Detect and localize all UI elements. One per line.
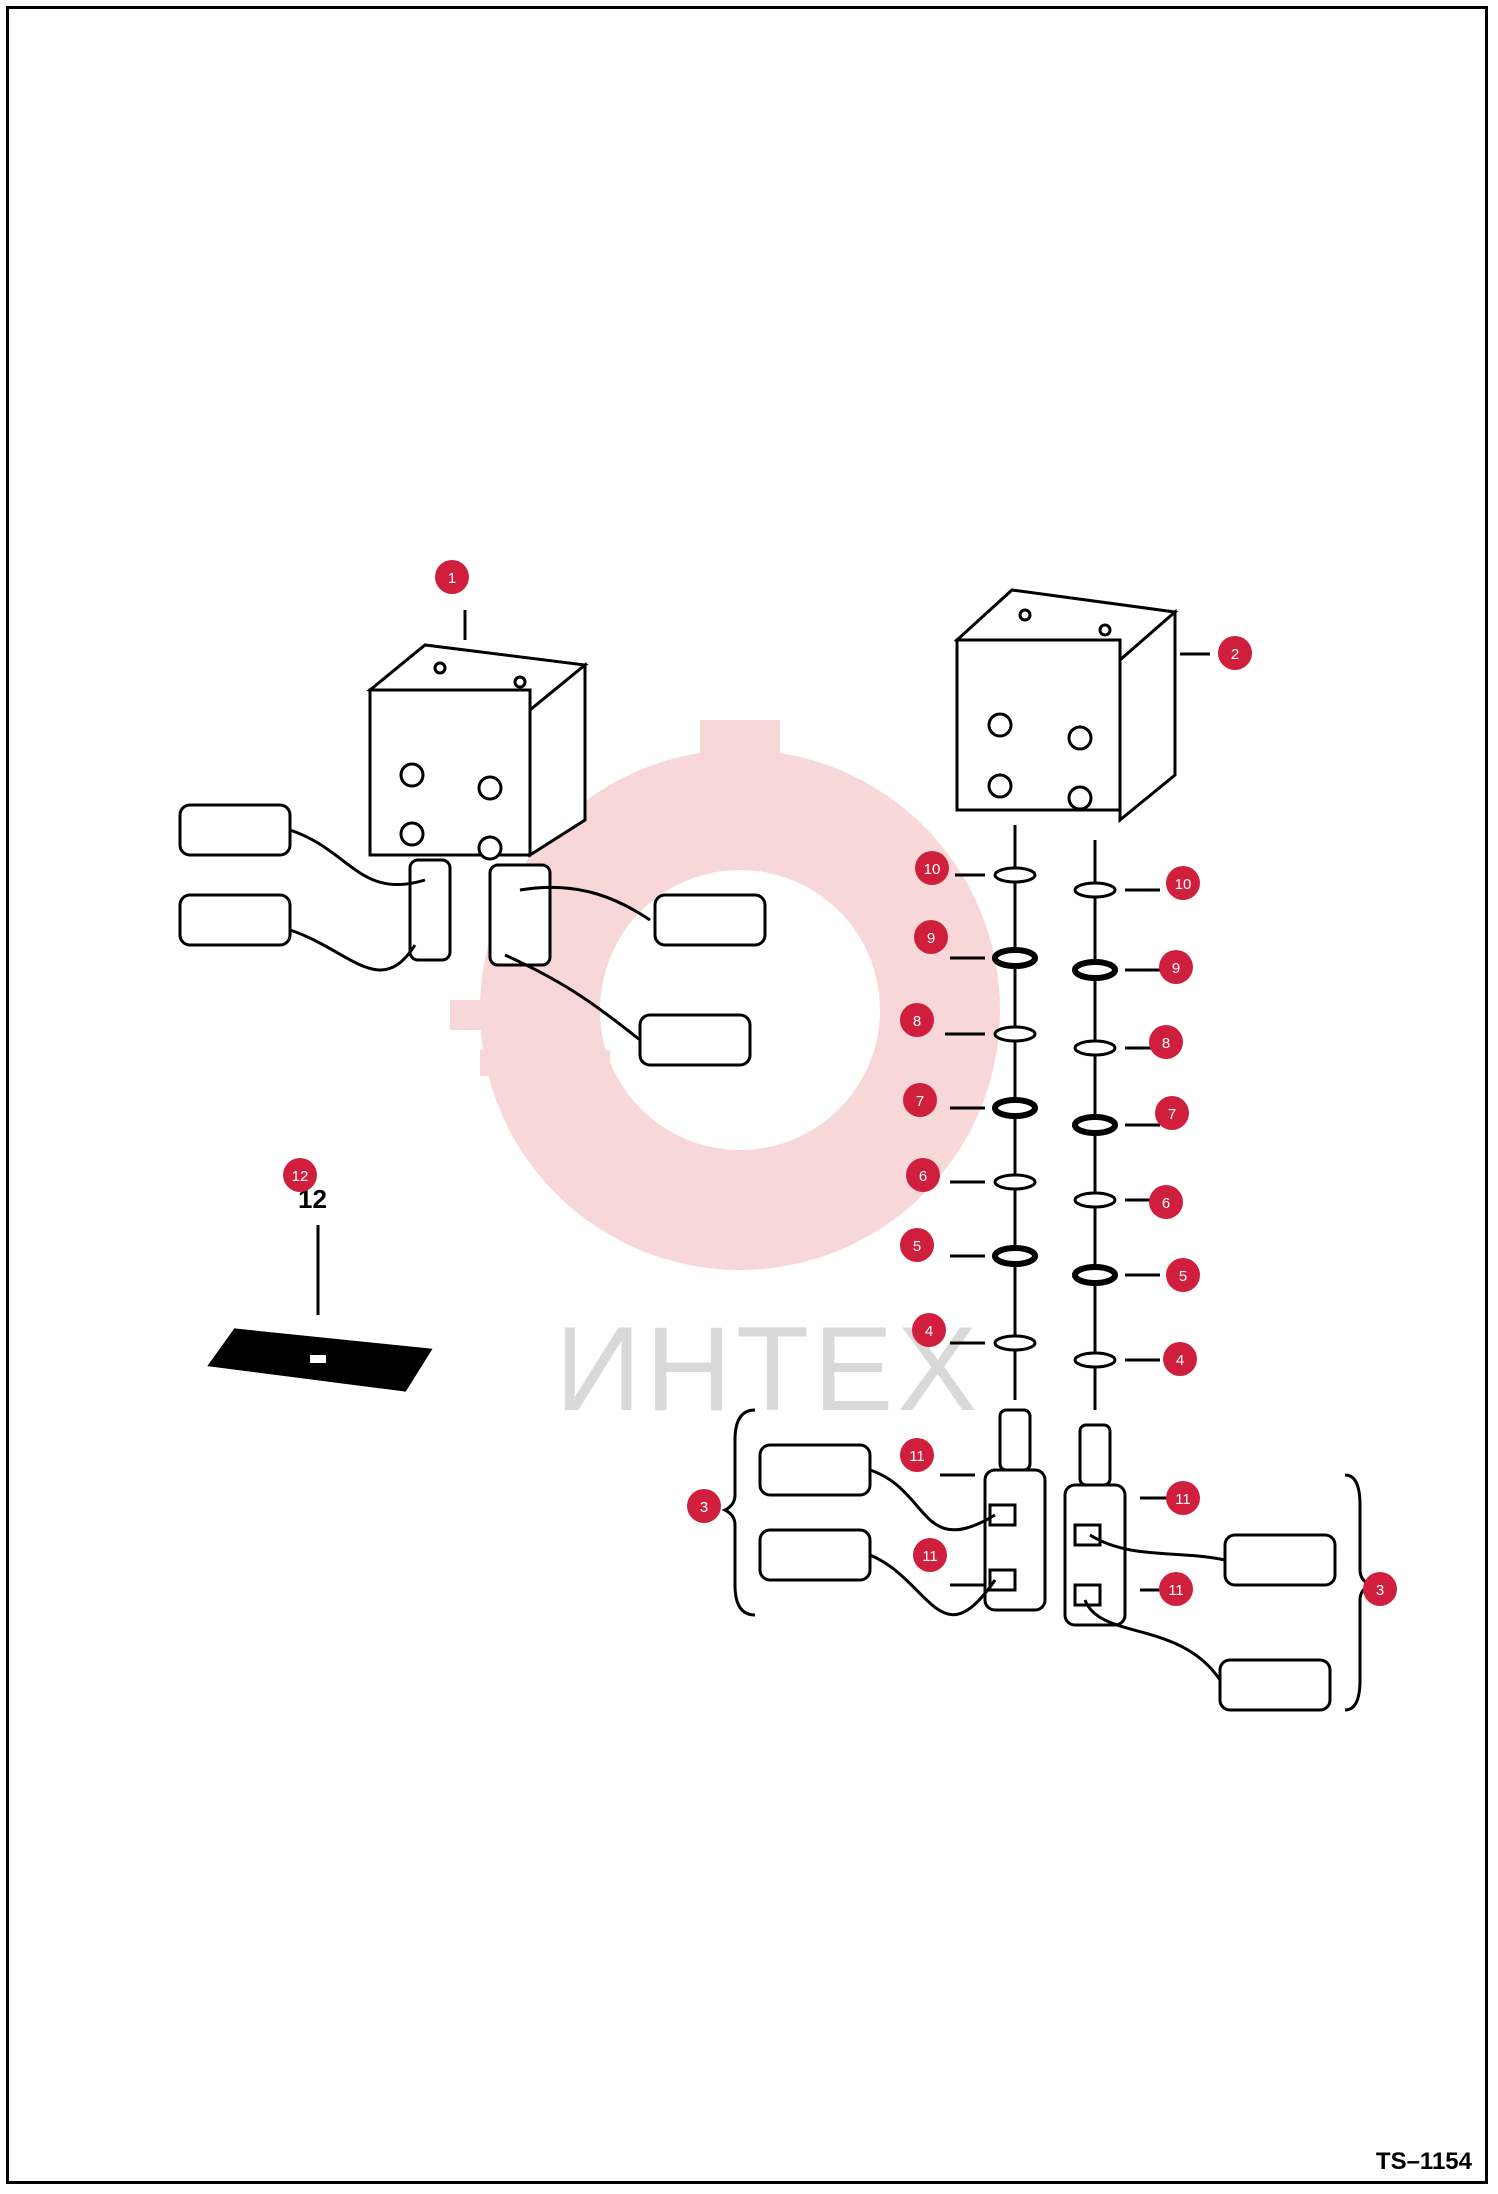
callouts: 1 2 10 10 9 9 8 8 7 7 6 6 5 5 4 4 3 3 11… bbox=[283, 560, 1397, 1606]
callout-11-bottom-right[interactable]: 11 bbox=[1159, 1572, 1193, 1606]
callout-2[interactable]: 2 bbox=[1218, 636, 1252, 670]
svg-text:6: 6 bbox=[1162, 1195, 1170, 1212]
svg-text:8: 8 bbox=[1162, 1035, 1170, 1052]
callout-1[interactable]: 1 bbox=[435, 560, 469, 594]
svg-text:11: 11 bbox=[1175, 1491, 1191, 1508]
svg-text:11: 11 bbox=[909, 1448, 925, 1465]
callout-5-left[interactable]: 5 bbox=[900, 1228, 934, 1262]
callout-7-right[interactable]: 7 bbox=[1155, 1096, 1189, 1130]
callout-6-right[interactable]: 6 bbox=[1149, 1185, 1183, 1219]
svg-text:4: 4 bbox=[925, 1323, 933, 1340]
svg-text:7: 7 bbox=[1168, 1106, 1176, 1123]
document-code: TS–1154 bbox=[1375, 2148, 1472, 2175]
valve-block-left bbox=[366, 643, 589, 967]
valve-block-right bbox=[953, 588, 1179, 824]
page-border bbox=[6, 6, 1488, 2184]
cartridge-valve-right bbox=[1063, 1423, 1127, 1627]
svg-text:10: 10 bbox=[1175, 876, 1192, 893]
svg-text:4: 4 bbox=[1176, 1352, 1184, 1369]
svg-text:9: 9 bbox=[927, 930, 935, 947]
callout-9-left[interactable]: 9 bbox=[914, 920, 948, 954]
cartridge-valve-left bbox=[983, 1408, 1047, 1612]
svg-text:11: 11 bbox=[922, 1548, 938, 1565]
seal-stack-right bbox=[1072, 840, 1118, 1410]
callout-11-bottom-left[interactable]: 11 bbox=[913, 1538, 947, 1572]
callout-7-left[interactable]: 7 bbox=[903, 1083, 937, 1117]
cartridge-connectors bbox=[758, 1443, 1337, 1712]
svg-text:5: 5 bbox=[1179, 1268, 1187, 1285]
svg-text:2: 2 bbox=[1231, 646, 1239, 663]
callout-4-left[interactable]: 4 bbox=[912, 1313, 946, 1347]
svg-text:3: 3 bbox=[1376, 1582, 1384, 1599]
callout-4-right[interactable]: 4 bbox=[1163, 1342, 1197, 1376]
svg-text:6: 6 bbox=[919, 1168, 927, 1185]
svg-text:5: 5 bbox=[913, 1238, 921, 1255]
svg-text:1: 1 bbox=[448, 570, 456, 587]
callout-11-top-right[interactable]: 11 bbox=[1166, 1481, 1200, 1515]
callout-12[interactable]: 12 bbox=[283, 1158, 317, 1192]
brace-left bbox=[721, 1408, 756, 1617]
svg-text:9: 9 bbox=[1172, 960, 1180, 977]
watermark-logo bbox=[450, 720, 1000, 1270]
callout-8-right[interactable]: 8 bbox=[1149, 1025, 1183, 1059]
callout-3-right[interactable]: 3 bbox=[1363, 1572, 1397, 1606]
callout-10-left[interactable]: 10 bbox=[915, 851, 949, 885]
callout-11-top-left[interactable]: 11 bbox=[900, 1438, 934, 1472]
svg-text:8: 8 bbox=[913, 1013, 921, 1030]
callout-5-right[interactable]: 5 bbox=[1166, 1258, 1200, 1292]
callout-10-right[interactable]: 10 bbox=[1166, 866, 1200, 900]
svg-text:12: 12 bbox=[292, 1168, 309, 1185]
svg-text:11: 11 bbox=[1168, 1582, 1184, 1599]
callout-9-right[interactable]: 9 bbox=[1159, 950, 1193, 984]
decal-strip bbox=[207, 1225, 433, 1392]
svg-text:7: 7 bbox=[916, 1093, 924, 1110]
seal-stack-left bbox=[992, 825, 1038, 1400]
watermark-text: ИНТЕХ bbox=[555, 1302, 981, 1436]
callout-3-left[interactable]: 3 bbox=[687, 1489, 721, 1523]
left-block-connectors bbox=[178, 803, 767, 1067]
svg-text:10: 10 bbox=[924, 861, 941, 878]
callout-6-left[interactable]: 6 bbox=[906, 1158, 940, 1192]
callout-8-left[interactable]: 8 bbox=[900, 1003, 934, 1037]
svg-text:3: 3 bbox=[700, 1499, 708, 1516]
